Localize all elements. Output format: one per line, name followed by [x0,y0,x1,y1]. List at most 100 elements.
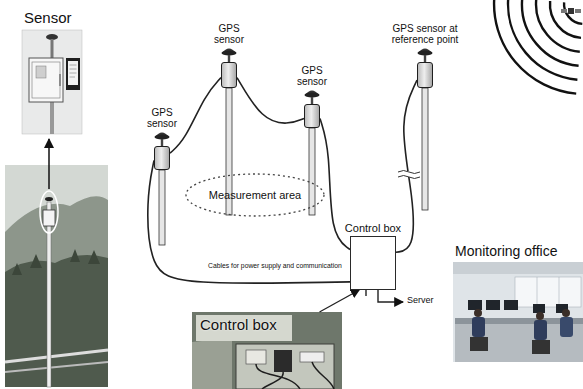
wave [564,2,582,24]
person-head [474,309,482,317]
control-box-photo: Control box [192,312,342,389]
sky [5,165,108,387]
sensor-label: GPS sensor [214,23,244,45]
pole [422,88,428,210]
sensor-housing [43,210,55,226]
wave [508,0,577,80]
signal-waves [494,0,582,94]
server-label: Server [407,296,434,306]
pole [159,170,165,245]
photo-ground [192,312,342,389]
sensor-photo-art [22,30,82,134]
office-photo: Monitoring office [453,262,583,362]
wires [256,362,334,389]
measurement-area: Measurement area [185,173,325,217]
sensor-label: GPS sensor [147,107,177,129]
antenna [418,51,433,56]
cable-line [237,78,304,123]
sign-board [66,58,80,90]
pole [47,202,51,387]
sign-lines [70,65,77,77]
ceiling [453,262,583,274]
control-box-photo-art [192,312,342,389]
satellite-icon [561,8,581,14]
component [274,350,292,372]
chair [470,337,488,351]
gps-sensor: GPS sensor [304,104,320,128]
antenna-stem [311,97,313,104]
wave [522,0,579,66]
person-body [534,320,547,340]
satellite-body [568,8,574,14]
dotted-ellipse [186,174,324,216]
break-mark [398,171,420,179]
cable-line [170,78,221,154]
sign-sheet [68,61,78,85]
pointer-arrow [48,139,50,189]
housing-door [32,62,60,98]
photo-ground [22,30,82,134]
antenna-stem [161,139,163,146]
pole [309,128,315,215]
photo-ground [453,262,583,362]
area-label: Measurement area [209,189,301,202]
person-head [562,309,570,317]
site-photo [5,139,108,387]
window [515,277,581,307]
mast [50,100,54,134]
gps-sensor: GPS sensor [154,146,170,170]
mast [51,39,54,59]
door-handle [60,74,61,86]
wave [536,0,580,52]
photo-heading: Monitoring office [455,244,557,259]
cable-note: Cables for power supply and communicatio… [208,262,342,269]
photo-heading: Sensor [24,10,72,27]
person-body [560,317,573,337]
monitor [533,304,545,313]
wave [550,1,581,38]
housing-window [36,66,46,78]
cable-line [148,160,350,283]
sensor-photo: Sensor [22,30,82,134]
antenna [155,135,170,140]
monitor [504,300,518,310]
trees [12,249,100,275]
server-cable [378,290,403,302]
highlight-ring [40,191,58,233]
sensor-label: GPS sensor [297,65,327,87]
component [300,352,324,362]
satellite-panel [575,9,581,13]
antenna [45,197,53,201]
photo-highlight [196,315,292,341]
component [246,350,266,364]
satellite-panel [561,9,567,13]
antenna-stem [424,55,426,62]
box-heading: Control box [345,222,401,234]
monitor [468,300,482,310]
antenna-stem [228,55,230,62]
guardrail [5,362,108,372]
window-frame [537,277,559,307]
pointer-arrow [320,290,360,312]
person-body [472,317,485,337]
cable-stub [365,290,366,296]
office-photo-art [453,262,583,362]
guardrail [5,350,108,362]
chair [532,340,550,354]
gps-hardware [155,49,433,246]
sensor-housing [29,58,63,102]
cabinet-interior [236,344,334,389]
wave [494,0,576,94]
sensor-label: GPS sensor at reference point [383,23,467,45]
control-box: Control box [350,236,396,290]
antenna [305,93,320,98]
monitor [486,300,500,310]
gps-reference: GPS sensor at reference point [417,62,433,88]
gps-sensor: GPS sensor [221,62,237,88]
open-door [192,338,232,389]
person-head [536,312,544,320]
antenna [222,51,237,56]
photo-caption: Control box [200,317,277,334]
